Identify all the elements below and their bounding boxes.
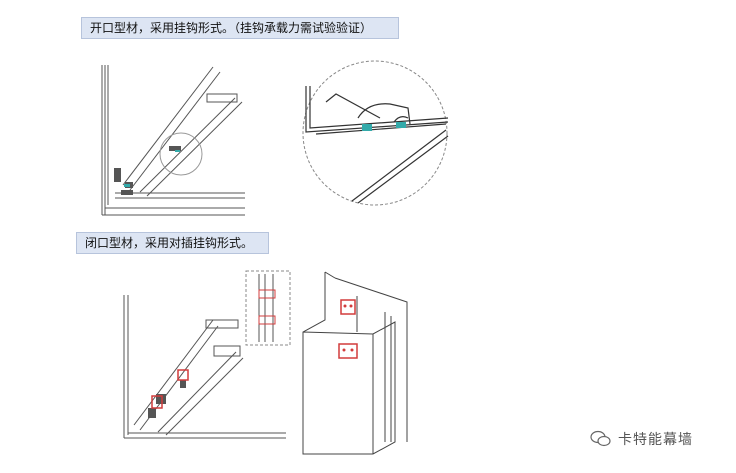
- watermark-text: 卡特能幕墙: [618, 432, 693, 448]
- closed-profile-corner-drawing: [123, 295, 286, 439]
- closed-profile-hook-detail: [245, 270, 291, 346]
- caption-closed-profile: 闭口型材，采用对插挂钩形式。: [76, 232, 269, 254]
- open-profile-hook-zoom: [302, 60, 449, 206]
- open-profile-corner-drawing: [101, 65, 245, 216]
- caption-open-profile: 开口型材，采用挂钩形式。（挂钩承载力需试验验证）: [81, 17, 399, 39]
- watermark: 卡特能幕墙: [590, 428, 693, 450]
- wechat-icon: [590, 430, 611, 447]
- closed-profile-3d-assembly: [302, 271, 408, 455]
